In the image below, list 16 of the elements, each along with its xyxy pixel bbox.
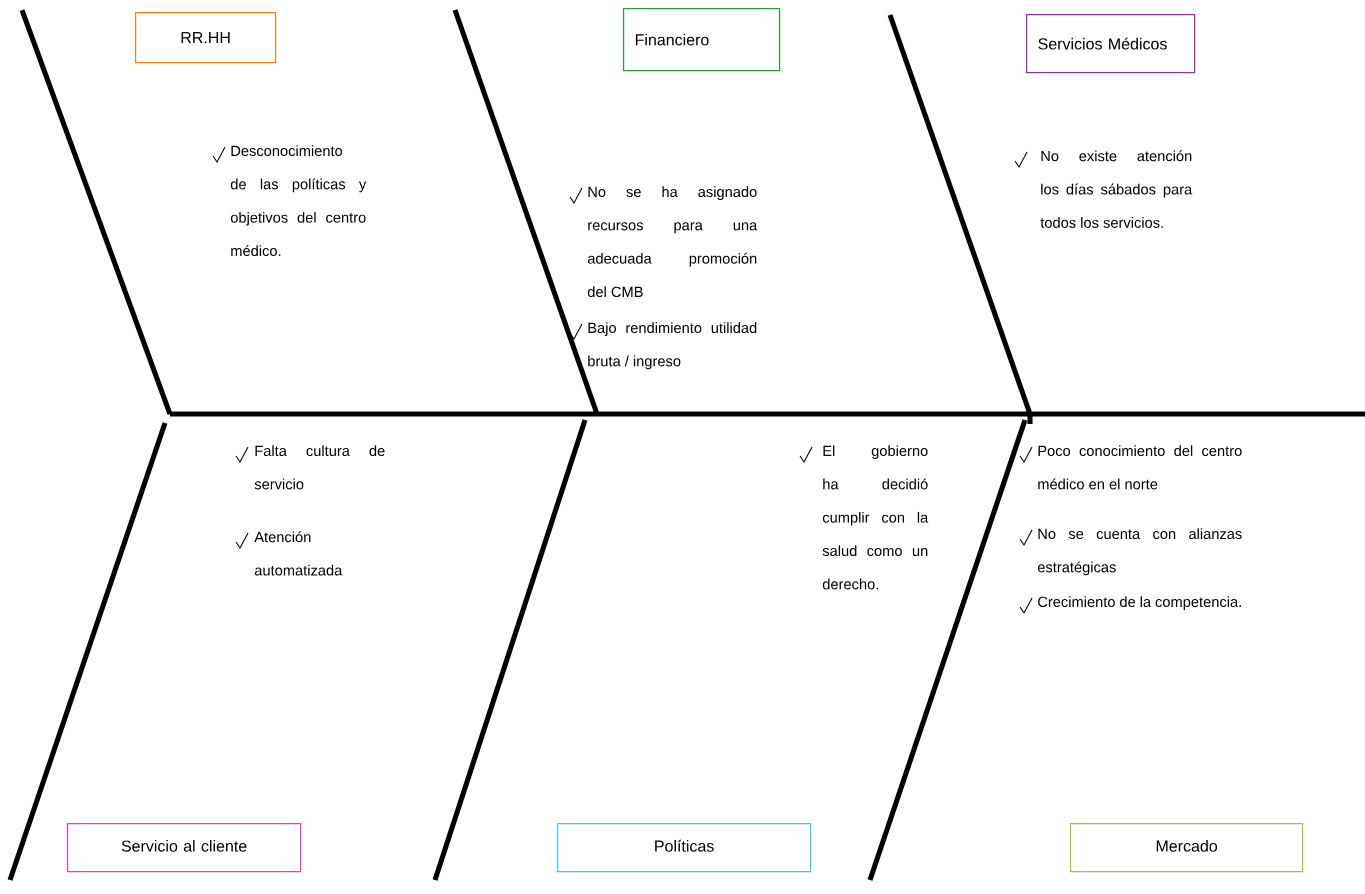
- category-box: Políticas: [557, 823, 812, 873]
- category-box: Servicios Médicos: [1026, 14, 1196, 74]
- cause-text: Bajo rendimiento utilidad bruta / ingreso: [588, 322, 757, 370]
- cause-text: Atención automatizada: [254, 531, 343, 576]
- cause-text: Crecimiento de la competencia.: [1038, 596, 1241, 610]
- cause-text: Poco conocimiento del centro médico en el norte: [1038, 445, 1242, 490]
- cause-text: No existe atención los días sábados para todos los servicios.: [1040, 150, 1193, 228]
- category-box: Servicio al cliente: [67, 823, 302, 873]
- cause-text: Falta cultura de servicio: [254, 445, 385, 490]
- category-box: Mercado: [1070, 823, 1304, 873]
- cause-text: El gobierno ha decidió cumplir con la salud como un derecho.: [822, 445, 929, 590]
- cause-text: Desconocimiento de las políticas y objetivos del centro médico.: [230, 145, 367, 257]
- category-box: Financiero: [623, 8, 781, 72]
- cause-text: No se ha asignado recursos para una adecuada promoción del CMB: [587, 186, 758, 298]
- cause-text: No se cuenta con alianzas estratégicas: [1037, 528, 1242, 576]
- category-box: RR.HH: [135, 12, 277, 64]
